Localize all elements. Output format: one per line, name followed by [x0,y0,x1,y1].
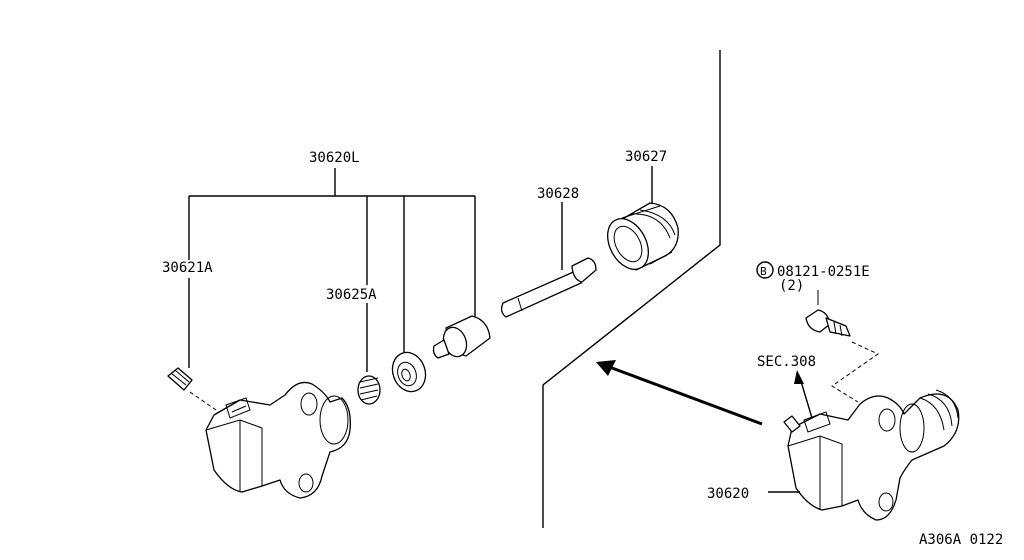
label-spring: 30625A [326,287,377,303]
slave-cylinder-body-left [205,381,351,499]
spring-part [357,375,381,405]
label-bolt-qty: (2) [779,278,804,294]
label-cylinder: 30620 [707,486,749,502]
label-bolt-circle: B [760,265,767,278]
label-section-ref: SEC.308 [757,354,816,370]
label-push-rod: 30628 [537,186,579,202]
label-boot: 30627 [625,149,667,165]
section-divider-line [542,50,721,528]
label-bolt-part: 08121-0251E [777,264,870,280]
push-rod-part [500,257,597,318]
assembly-leader-lines [188,168,476,372]
cup-seal-part [391,351,427,393]
boot-part [607,202,679,271]
piston-part [432,315,491,359]
label-assembly: 30620L [309,150,360,166]
bolt-symbol-circle [756,261,774,279]
slave-cylinder-right [783,389,960,521]
bolt-part [805,290,880,403]
bleeder-screw-part [167,367,217,411]
label-diagram-code: A306A 0122 [919,532,1003,548]
label-bleeder: 30621A [162,260,213,276]
direction-arrow [596,360,763,426]
section-ref-arrow [794,370,813,419]
